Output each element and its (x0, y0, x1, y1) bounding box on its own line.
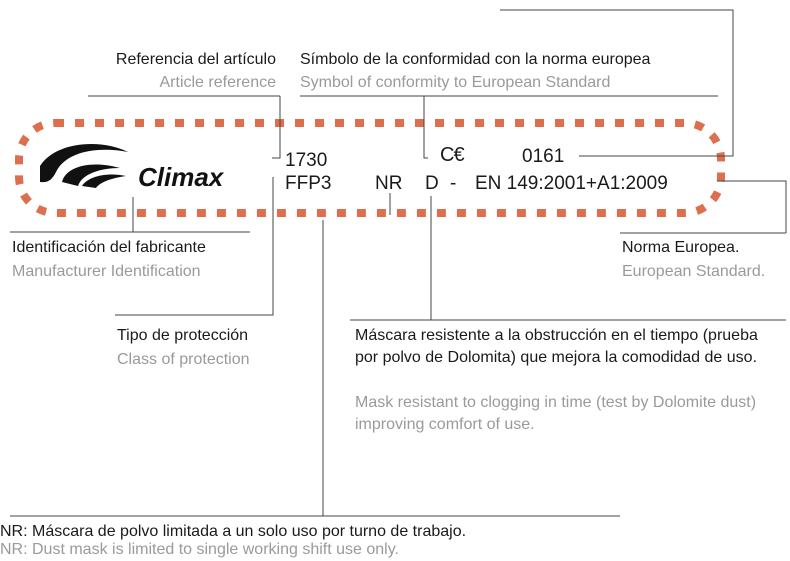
leader-conformity (423, 96, 428, 159)
protection-type-en: Class of protection (117, 351, 250, 368)
dolomite-en: Mask resistant to clogging in time (test… (355, 394, 757, 433)
dashed-border (15, 119, 725, 217)
leader-notified-body (500, 9, 734, 157)
standard-code: EN 149:2001+A1:2009 (475, 173, 668, 194)
manufacturer-en: Manufacturer Identification (12, 263, 201, 280)
protection-type-es: Tipo de protección (117, 327, 249, 344)
conformity-es: Símbolo de la conformidad con la norma e… (300, 51, 651, 68)
dash: - (450, 173, 457, 194)
brand-name: Climax (138, 162, 224, 192)
nr-note-en: NR: Dust mask is limited to single worki… (0, 541, 399, 558)
d-code: D (425, 173, 439, 194)
climax-logo-icon (40, 143, 128, 188)
leader-standard (717, 180, 787, 233)
ce-mark: C€ (440, 144, 465, 166)
protection-class: FFP3 (285, 173, 332, 194)
conformity-en: Symbol of conformity to European Standar… (300, 74, 611, 91)
european-standard-es: Norma Europea. (622, 239, 740, 256)
european-standard-en: European Standard. (622, 263, 766, 280)
article-reference-en: Article reference (159, 74, 277, 91)
notified-body-number: 0161 (522, 146, 565, 167)
manufacturer-es: Identificación del fabricante (12, 239, 206, 256)
nr-code: NR (375, 173, 403, 194)
leader-article-reference (272, 96, 281, 159)
dolomite-es: Máscara resistente a la obstrucción en e… (355, 327, 758, 366)
nr-note-es: NR: Máscara de polvo limitada a un solo … (0, 523, 467, 540)
article-number: 1730 (285, 150, 328, 171)
leader-class (115, 177, 274, 316)
article-reference-es: Referencia del artículo (115, 51, 276, 68)
